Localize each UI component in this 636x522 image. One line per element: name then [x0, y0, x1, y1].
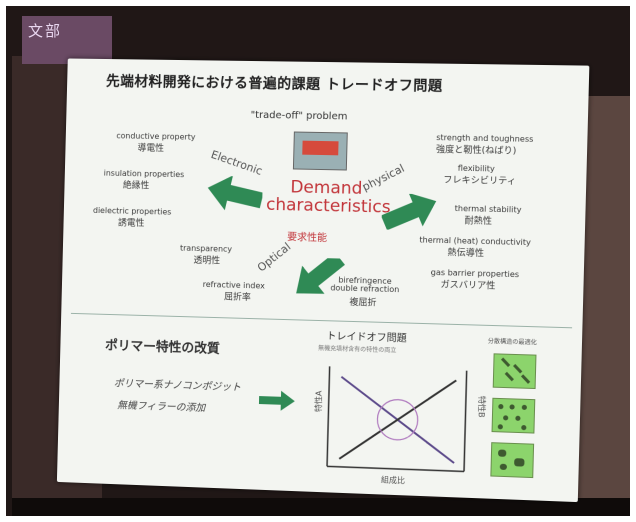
graph-right-label: 特性B [476, 395, 487, 418]
right-item-2-jp: フレキシビリティ [443, 175, 517, 188]
arrow-right-icon [381, 193, 439, 231]
tile-cluster [498, 449, 507, 457]
tile-dot [497, 424, 503, 430]
tile-rod [520, 374, 531, 384]
bottom-item-2-en: refractive index [202, 279, 265, 291]
left-item-3-en: dielectric properties [92, 205, 172, 217]
left-item-3-jp: 誘電性 [117, 218, 145, 229]
polymer-heading: ポリマー特性の改質 [104, 338, 220, 357]
slide-photo [292, 131, 348, 171]
nanocomposite-line: ポリマー系ナノコンポジット [113, 378, 242, 394]
tile-rod [500, 357, 511, 368]
tradeoff-subtitle: 無機充填材含有の特性の両立 [318, 344, 397, 355]
right-item-4-en: thermal (heat) conductivity [419, 235, 532, 248]
section-divider [70, 312, 573, 329]
dispersion-tile-2 [491, 397, 536, 434]
tile-dot [521, 425, 527, 431]
tile-rod [504, 371, 514, 382]
slide-title: 先端材料開発における普遍的課題 トレードオフ問題 [105, 73, 443, 95]
left-item-2-en: insulation properties [103, 168, 185, 180]
dispersion-tile-1 [492, 353, 537, 390]
arrow-down-icon [296, 257, 345, 294]
dispersion-tile-3 [490, 442, 535, 479]
filler-line: 無機フィラーの添加 [117, 400, 206, 415]
right-item-2-en: flexibility [457, 163, 495, 174]
graph-left-label: 特性A [314, 390, 324, 413]
arrow-right-small-icon [258, 390, 296, 412]
floor [12, 498, 630, 516]
tile-dot [521, 404, 527, 411]
right-item-5-en: gas barrier properties [430, 267, 520, 280]
demand-jp: 要求性能 [286, 232, 328, 245]
projection-screen: 先端材料開発における普遍的課題 トレードオフ問題 "trade-off" pro… [56, 58, 590, 503]
right-item-1-en: strength and toughness [436, 133, 534, 144]
bottom-item-2-jp: 屈折率 [223, 292, 251, 304]
tiles-title: 分散構造の最適化 [487, 337, 537, 347]
right-item-1-jp: 強度と靭性(ねばり) [435, 145, 517, 157]
left-item-1-jp: 導電性 [137, 143, 165, 154]
tradeoff-graph [321, 366, 473, 476]
bottom-item-3-en: birefringence double refraction [330, 275, 400, 295]
left-item-1-en: conductive property [116, 131, 196, 142]
tile-dot [515, 415, 521, 421]
category-optical: Optical [255, 240, 294, 275]
graph-bottom-axis [327, 466, 464, 471]
wall-sign: 文部 [22, 16, 112, 64]
tradeoff-box-title: トレイドオフ問題 [326, 331, 407, 345]
graph-bottom-label: 組成比 [380, 475, 406, 486]
graph-right-axis [464, 371, 467, 472]
arrow-left-icon [206, 175, 263, 213]
right-item-4-jp: 熱伝導性 [447, 248, 485, 260]
bottom-item-1-en: transparency [179, 243, 233, 254]
sign-text: 文部 [28, 22, 63, 40]
tile-dot [509, 404, 515, 410]
tile-dot [498, 404, 504, 410]
left-item-2-jp: 絶縁性 [122, 180, 150, 192]
graph-left-axis [326, 366, 331, 467]
right-item-5-jp: ガスバリア性 [440, 280, 496, 292]
tile-cluster [499, 463, 508, 471]
demand-line2: characteristics [265, 194, 391, 218]
right-item-3-en: thermal stability [454, 203, 522, 215]
photo-highlight [302, 140, 339, 156]
bottom-item-3-jp: 複屈折 [349, 297, 377, 309]
right-item-3-jp: 耐熱性 [464, 216, 493, 227]
tile-cluster [514, 458, 525, 467]
tradeoff-label: "trade-off" problem [250, 109, 348, 123]
tile-rod [513, 364, 523, 374]
category-electronic: Electronic [209, 147, 265, 178]
bottom-item-1-jp: 透明性 [193, 255, 221, 267]
tile-dot [503, 415, 509, 421]
